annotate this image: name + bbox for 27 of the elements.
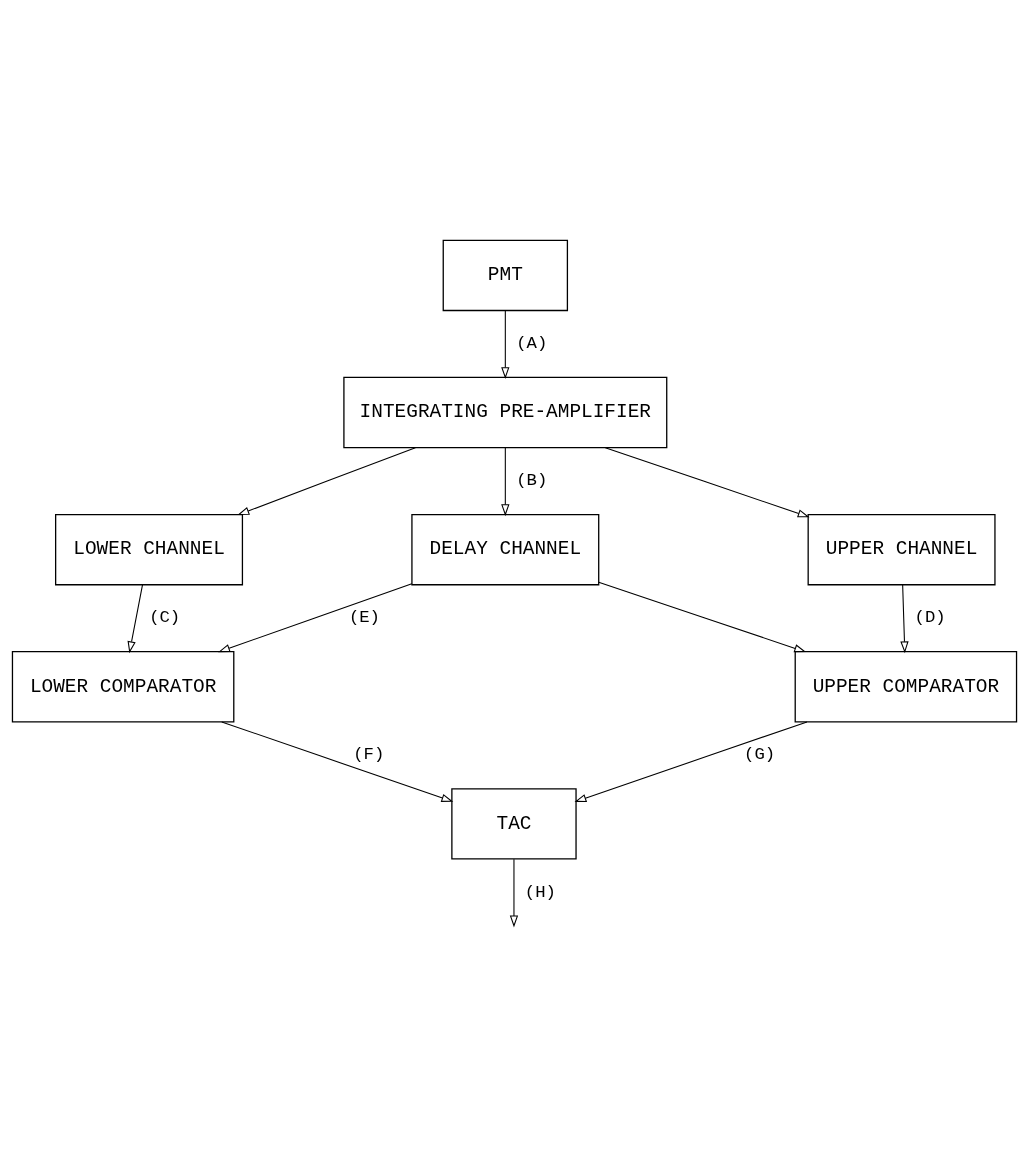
- edge-label: (C): [149, 607, 181, 627]
- arrow: [501, 309, 510, 379]
- arrow: [127, 583, 144, 653]
- edge-label: (E): [348, 607, 380, 627]
- arrow: [900, 583, 909, 653]
- arrow: [221, 720, 454, 802]
- node-box: UPPER COMPARATOR: [794, 650, 1018, 722]
- node-box: DELAY CHANNEL: [411, 513, 600, 585]
- node-box: LOWER COMPARATOR: [11, 650, 235, 722]
- edge-label: (A): [516, 333, 548, 353]
- node-box: LOWER CHANNEL: [55, 513, 244, 585]
- node-box: TAC: [451, 787, 577, 860]
- arrow: [574, 720, 808, 802]
- arrow: [501, 446, 510, 516]
- node-box: PMT: [442, 239, 569, 311]
- edge-label: (D): [914, 607, 946, 627]
- arrow: [218, 582, 413, 652]
- edge-label: (F): [353, 744, 385, 764]
- arrow: [509, 858, 519, 927]
- node-box: UPPER CHANNEL: [807, 513, 996, 585]
- arrow: [604, 446, 810, 517]
- edge-label: (B): [516, 470, 548, 490]
- node-box: INTEGRATING PRE-AMPLIFIER: [343, 376, 668, 448]
- edge-label: (H): [524, 882, 556, 902]
- edge-label: (G): [744, 744, 776, 764]
- arrow: [598, 581, 807, 652]
- arrow: [237, 446, 416, 515]
